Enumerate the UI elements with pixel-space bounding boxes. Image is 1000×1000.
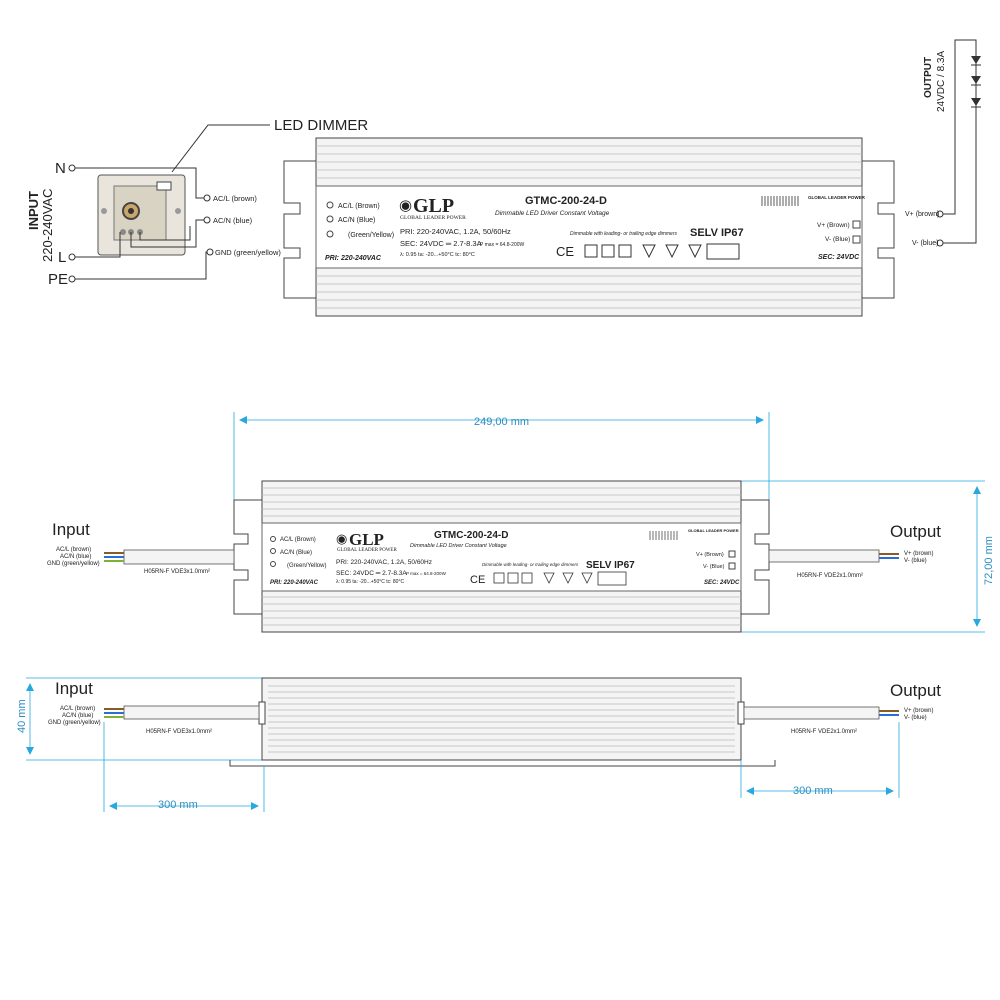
pmax: P max = 64.8-200W (480, 242, 525, 248)
side-in-cable: H05RN-F VDE3x1.0mm² (146, 729, 212, 735)
side-out-cable: H05RN-F VDE2x1.0mm² (791, 729, 857, 735)
wire-vminus: V- (blue) (912, 240, 938, 247)
side-out-vplus: V+ (brown) (904, 708, 934, 714)
front-dimming-note: Dimmable with leading- or trailing edge … (482, 562, 579, 567)
front-right-vplus: V+ (Brown) (696, 552, 724, 558)
dimming-note: Dimmable with leading- or trailing edge … (570, 231, 677, 237)
brand-logo-globe: ◉ (399, 197, 412, 214)
dimmer-label: LED DIMMER (274, 117, 368, 134)
output-wiring (936, 39, 981, 247)
front-specs: λ: 0.95 ta: -20...+50°C tc: 80°C (336, 579, 404, 585)
label-left-acl: AC/L (Brown) (338, 203, 380, 210)
input-title: INPUT (26, 191, 41, 230)
front-view: 249,00 mm 72,00 mm AC/L (Brown) AC/N (Bl… (47, 412, 995, 633)
cable-out-dimension-label: 300 mm (793, 785, 833, 797)
wiring-diagram: INPUT 220-240VAC N L PE LED DIMMER (26, 39, 981, 317)
label-left-acn: AC/N (Blue) (338, 217, 375, 224)
side-view: 40 mm Input AC/L (brown) AC/N (blue) GND… (16, 677, 941, 812)
model-subtitle: Dimmable LED Driver Constant Voltage (495, 210, 610, 217)
front-out-vminus: V- (blue) (904, 558, 927, 564)
front-subtitle: Dimmable LED Driver Constant Voltage (410, 543, 507, 549)
front-brand-globe: ◉ (336, 531, 347, 546)
side-in-acl: AC/L (brown) (60, 706, 95, 712)
pri-line: PRI: 220-240VAC, 1.2A, 50/60Hz (400, 227, 511, 236)
terminal-l-dot (68, 253, 76, 261)
wire-gnd: GND (green/yellow) (215, 248, 281, 257)
front-sec-line: SEC: 24VDC ═ 2.7-8.3A (336, 570, 407, 577)
label-sec-footer: SEC: 24VDC (818, 254, 860, 261)
height-dimension-label: 72,00 mm (983, 536, 995, 585)
certification-icons (584, 243, 740, 260)
cable-in-dimension-label: 300 mm (158, 799, 198, 811)
front-in-acn: AC/N (blue) (60, 554, 91, 560)
label-right-vplus: V+ (Brown) (817, 222, 850, 229)
front-ce: CE (470, 574, 485, 586)
side-in-gnd: GND (green/yellow) (48, 720, 101, 726)
front-right-vminus: V- (Blue) (703, 564, 725, 570)
front-in-acl: AC/L (brown) (56, 547, 91, 553)
terminal-n-dot (68, 164, 76, 172)
top-label: AC/L (Brown) AC/N (Blue) (Green/Yellow) … (325, 195, 866, 262)
brand-sub: GLOBAL LEADER POWER (400, 215, 466, 221)
wire-acl: AC/L (brown) (213, 194, 257, 203)
front-left-acn: AC/N (Blue) (280, 550, 312, 556)
side-input-heading: Input (55, 679, 93, 698)
led-dimmer (97, 174, 186, 256)
output-title: OUTPUT (923, 57, 934, 98)
dimmer-leader (171, 124, 270, 173)
specs-line: λ: 0.95 ta: -20...+50°C tc: 80°C (400, 252, 475, 258)
selv-ip67: SELV IP67 (690, 227, 744, 239)
cert-ce: CE (556, 244, 574, 259)
front-pri-line: PRI: 220-240VAC, 1.2A, 50/60Hz (336, 559, 432, 566)
front-in-gnd: GND (green/yellow) (47, 561, 100, 567)
led-symbols (971, 56, 981, 108)
output-rating: 24VDC / 8.3A (936, 51, 947, 112)
side-input-cable (104, 705, 260, 720)
label-right-vminus: V- (Blue) (825, 236, 850, 243)
wire-acn: AC/N (blue) (213, 216, 253, 225)
side-in-acn: AC/N (blue) (62, 713, 93, 719)
terminal-pe: PE (48, 271, 68, 288)
front-pmax: P max = 64.8-200W (406, 571, 447, 576)
front-in-cable: H05RN-F VDE3x1.0mm² (144, 569, 210, 575)
front-sec-footer: SEC: 24VDC (704, 580, 740, 586)
terminal-pe-dot (68, 275, 76, 283)
front-brand: GLP (349, 530, 384, 549)
front-out-vplus: V+ (brown) (904, 551, 934, 557)
side-output-cable (743, 706, 899, 720)
side-out-vminus: V- (blue) (904, 715, 927, 721)
terminal-n: N (55, 160, 66, 177)
front-input-cable (104, 549, 235, 565)
sec-line: SEC: 24VDC ═ 2.7-8.3A (400, 239, 482, 248)
front-pri-footer: PRI: 220-240VAC (270, 580, 319, 586)
front-left-gnd: (Green/Yellow) (287, 563, 326, 569)
top-driver-housing (283, 137, 895, 317)
depth-dimension-label: 40 mm (16, 699, 28, 733)
right-brand: GLOBAL LEADER POWER (808, 195, 866, 200)
front-brand-sub: GLOBAL LEADER POWER (337, 548, 397, 553)
width-dimension-label: 249,00 mm (474, 416, 529, 428)
barcode (761, 196, 799, 206)
model-name: GTMC-200-24-D (525, 195, 607, 207)
terminal-l: L (58, 249, 66, 266)
input-voltage: 220-240VAC (40, 189, 55, 262)
front-model: GTMC-200-24-D (434, 530, 508, 541)
wire-vplus: V+ (brown) (905, 211, 939, 218)
side-output-heading: Output (890, 681, 941, 700)
brand-name: GLP (413, 195, 454, 217)
front-output-heading: Output (890, 522, 941, 541)
front-input-heading: Input (52, 520, 90, 539)
input-wires (75, 167, 212, 280)
front-selv: SELV IP67 (586, 560, 635, 571)
front-out-cable: H05RN-F VDE2x1.0mm² (797, 573, 863, 579)
front-output-cable (768, 549, 899, 563)
front-right-brand: GLOBAL LEADER POWER (688, 528, 739, 533)
label-pri-footer: PRI: 220-240VAC (325, 255, 382, 262)
front-left-acl: AC/L (Brown) (280, 537, 316, 543)
label-left-gnd: (Green/Yellow) (348, 232, 394, 239)
